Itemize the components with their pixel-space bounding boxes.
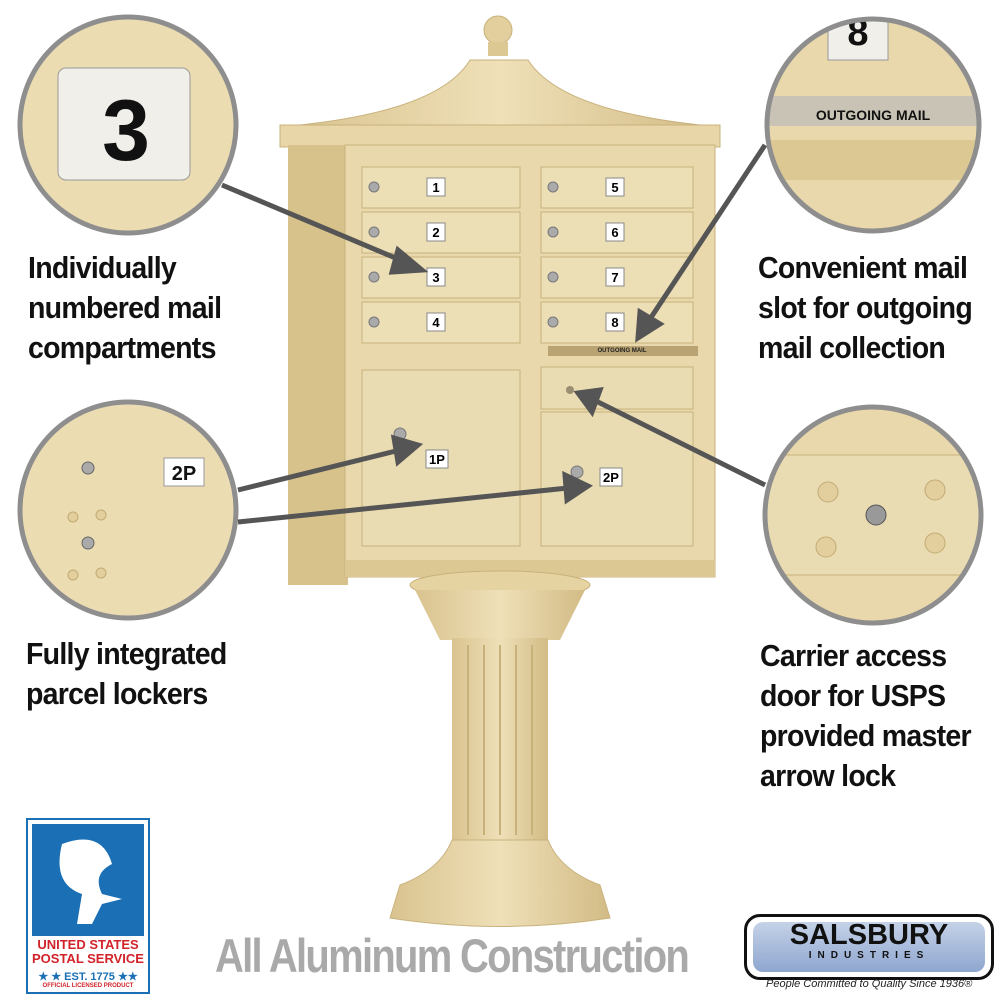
lock-icon xyxy=(368,271,380,283)
compartment-number: 3 xyxy=(432,270,439,285)
lock-icon xyxy=(368,181,380,193)
locker-label-1p: 1P xyxy=(429,452,445,467)
compartment-number: 1 xyxy=(432,180,439,195)
caption-line: Convenient mail xyxy=(758,250,968,285)
tagline: All Aluminum Construction xyxy=(215,929,690,982)
lock-icon xyxy=(368,316,380,328)
brand-name: SALSBURY xyxy=(789,919,949,951)
brand-motto: People Committed to Quality Since 1936® xyxy=(766,978,973,990)
lock-icon xyxy=(547,271,559,283)
caption-parcel: Fully integrated parcel lockers xyxy=(26,634,227,714)
zoom-circle-compartment: 3 xyxy=(17,14,239,236)
compartment-number: 5 xyxy=(611,180,618,195)
compartment-number: 8 xyxy=(611,315,618,330)
caption-line: arrow lock xyxy=(760,758,896,793)
zoom-circle-outgoing: 8 OUTGOING MAIL xyxy=(764,12,982,234)
brand-sub: INDUSTRIES xyxy=(808,950,930,961)
usps-line: ★ ★ EST. 1775 ★★ xyxy=(38,971,138,983)
carrier-lock-icon xyxy=(566,386,574,394)
mailbox-side xyxy=(288,145,348,585)
caption-line: mail collection xyxy=(758,330,946,365)
usps-line: OFFICIAL LICENSED PRODUCT xyxy=(42,983,134,989)
caption-compartments: Individually numbered mail compartments xyxy=(28,248,222,368)
lock-icon xyxy=(547,316,559,328)
lock-icon xyxy=(547,226,559,238)
pedestal xyxy=(389,570,611,927)
compartment-number: 7 xyxy=(611,270,618,285)
zoom-label-2p: 2P xyxy=(172,463,196,485)
caption-line: Carrier access xyxy=(760,638,947,673)
lock-icon xyxy=(368,226,380,238)
caption-line: door for USPS xyxy=(760,678,946,713)
lock-icon xyxy=(547,181,559,193)
caption-line: numbered mail xyxy=(28,290,222,325)
zoom-number-3: 3 xyxy=(102,83,150,179)
outgoing-slot-label: OUTGOING MAIL xyxy=(598,348,647,354)
compartment-number: 4 xyxy=(432,315,440,330)
caption-line: Individually xyxy=(28,250,177,285)
zoom-circle-carrier xyxy=(762,404,984,626)
caption-outgoing: Convenient mail slot for outgoing mail c… xyxy=(758,248,973,368)
mail-compartment-door xyxy=(361,301,521,344)
usps-line: UNITED STATES xyxy=(37,937,139,952)
zoom-outgoing-label: OUTGOING MAIL xyxy=(816,107,931,123)
mailbox-roof xyxy=(279,15,721,148)
caption-line: parcel lockers xyxy=(26,676,208,711)
outgoing-slot xyxy=(548,346,698,356)
carrier-access-door xyxy=(540,366,694,410)
locker-label-2p: 2P xyxy=(603,470,619,485)
compartment-number: 2 xyxy=(432,225,439,240)
zoom-circle-parcel: 2P xyxy=(17,399,239,621)
usps-logo: UNITED STATES POSTAL SERVICE ★ ★ EST. 17… xyxy=(26,818,150,994)
caption-line: provided master xyxy=(760,718,972,753)
eagle-icon xyxy=(32,824,144,936)
caption-line: compartments xyxy=(28,330,216,365)
caption-line: Fully integrated xyxy=(26,636,227,671)
caption-line: slot for outgoing xyxy=(758,290,973,325)
usps-line: POSTAL SERVICE xyxy=(32,951,144,966)
compartment-number: 6 xyxy=(611,225,618,240)
caption-carrier: Carrier access door for USPS provided ma… xyxy=(760,636,972,796)
callout-arrows xyxy=(221,143,768,525)
salsbury-logo: SALSBURY INDUSTRIES xyxy=(744,914,994,980)
